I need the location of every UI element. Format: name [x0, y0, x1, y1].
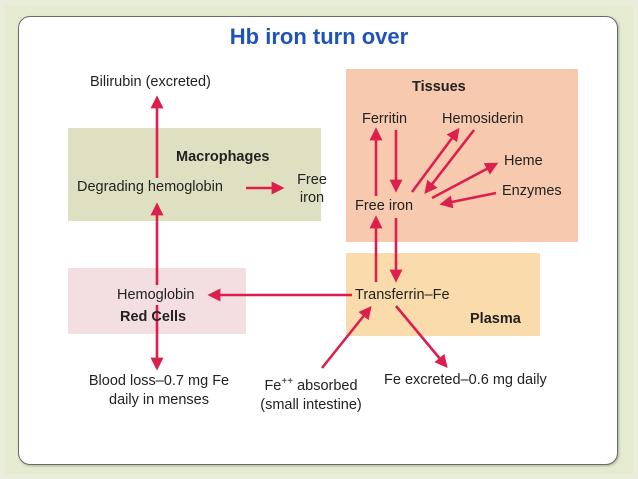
arrow-enzymes-to-free-iron	[439, 191, 497, 209]
absorbed-line2: (small intestine)	[260, 396, 362, 413]
ferritin-label: Ferritin	[362, 111, 408, 127]
transferrin-label: Transferrin–Fe	[355, 287, 450, 303]
plasma-header: Plasma	[470, 311, 521, 327]
fe-excreted-label: Fe excreted–0.6 mg daily	[384, 372, 547, 388]
enzymes-label: Enzymes	[502, 183, 562, 199]
hemoglobin-label: Hemoglobin	[117, 287, 195, 303]
arrow-absorbed-to-transferrin	[320, 305, 372, 369]
arrow-free-iron-to-heme	[431, 162, 499, 200]
red-cells-header: Red Cells	[120, 309, 187, 325]
arrow-hemosiderin-to-free-iron	[424, 129, 476, 195]
tissues-box	[346, 69, 578, 242]
degrading-hemoglobin-label: Degrading hemoglobin	[77, 179, 223, 195]
bilirubin-label: Bilirubin (excreted)	[90, 74, 211, 90]
absorbed-charge: ++	[281, 376, 294, 387]
plasma-box	[346, 253, 540, 336]
macrophages-header: Macrophages	[176, 149, 270, 165]
arrow-free-iron-to-hemosiderin	[410, 127, 460, 193]
absorbed-line1: Fe++ absorbed	[248, 372, 374, 396]
macrophage-free-iron-line1: Free	[297, 172, 327, 188]
heme-label: Heme	[504, 153, 543, 169]
blood-loss-line2: daily in menses	[109, 392, 209, 408]
tissues-header: Tissues	[412, 79, 466, 95]
absorbed-label: Fe++ absorbed (small intestine)	[248, 372, 374, 415]
absorbed-text: absorbed	[293, 377, 358, 394]
blood-loss-label: Blood loss–0.7 mg Fe daily in menses	[66, 372, 252, 410]
absorbed-fe: Fe	[264, 377, 282, 394]
slide-title: Hb iron turn over	[229, 24, 409, 49]
tissue-free-iron-label: Free iron	[355, 198, 414, 214]
arrow-transferrin-to-excreted	[395, 305, 448, 368]
hemosiderin-label: Hemosiderin	[442, 111, 524, 127]
macrophage-free-iron-label: Free iron	[290, 171, 334, 207]
macrophages-box	[68, 128, 321, 221]
blood-loss-line1: Blood loss–0.7 mg Fe	[88, 373, 230, 389]
macrophage-free-iron-line2: iron	[299, 190, 325, 206]
